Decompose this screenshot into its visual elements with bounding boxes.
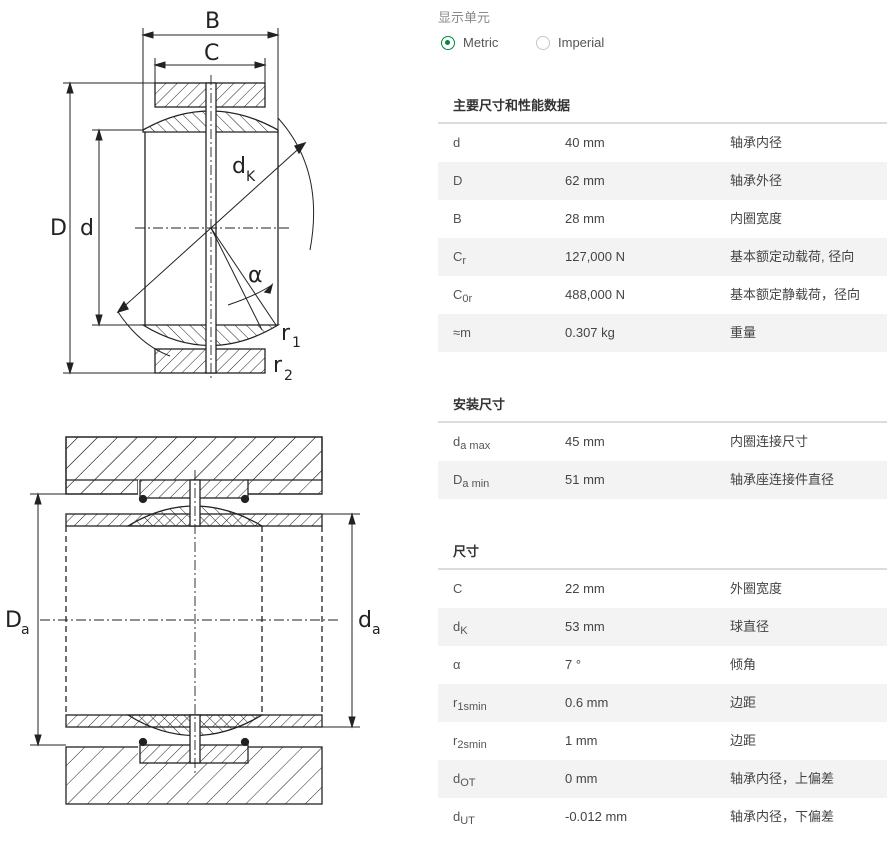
table-row: dK 53 mm 球直径 xyxy=(438,608,887,646)
table-row: da max 45 mm 内圈连接尺寸 xyxy=(438,423,887,461)
label-B: B xyxy=(205,9,220,34)
row-value: 0.307 kg xyxy=(565,325,615,340)
row-description: 重量 xyxy=(730,325,757,340)
row-description: 球直径 xyxy=(730,619,770,634)
row-value: 51 mm xyxy=(565,472,605,487)
row-symbol: α xyxy=(453,657,461,672)
row-description: 轴承外径 xyxy=(730,173,783,188)
label-D: D xyxy=(50,216,67,241)
row-symbol: dOT xyxy=(453,771,476,789)
table-row: dOT 0 mm 轴承内径，上偏差 xyxy=(438,760,887,798)
section-divider xyxy=(438,568,887,570)
table-row: C 22 mm 外圈宽度 xyxy=(438,570,887,608)
unit-option-metric[interactable]: Metric xyxy=(441,35,498,50)
label-r2: r xyxy=(273,353,283,378)
table-row: D 62 mm 轴承外径 xyxy=(438,162,887,200)
section-title-mounting: 安装尺寸 xyxy=(453,397,506,412)
row-symbol: C xyxy=(453,581,463,596)
row-symbol: Cr xyxy=(453,249,467,267)
radio-unchecked-icon[interactable] xyxy=(536,35,550,50)
section-title-dimensions: 尺寸 xyxy=(453,544,480,559)
unit-option-imperial-label: Imperial xyxy=(558,35,605,50)
row-symbol: D xyxy=(453,173,463,188)
row-value: 28 mm xyxy=(565,211,605,226)
row-value: 0 mm xyxy=(565,771,598,786)
label-dK: d xyxy=(232,154,246,179)
row-description: 内圈宽度 xyxy=(730,211,783,226)
table-row: r1smin 0.6 mm 边距 xyxy=(438,684,887,722)
top-labels: B C D d d K α r 1 r 2 xyxy=(50,9,301,384)
table-row: ≈m 0.307 kg 重量 xyxy=(438,314,887,352)
table-row: C0r 488,000 N 基本额定静载荷，径向 xyxy=(438,276,887,314)
bearing-drawing-svg: B C D d d K α r 1 r 2 xyxy=(5,9,381,805)
table-row: α 7 ° 倾角 xyxy=(438,646,887,684)
row-description: 基本额定动载荷, 径向 xyxy=(730,249,855,264)
bearing-drawing: B C D d d K α r 1 r 2 xyxy=(0,0,420,841)
row-value: 127,000 N xyxy=(565,249,625,264)
label-C: C xyxy=(204,41,219,66)
row-description: 倾角 xyxy=(730,657,757,672)
row-value: 62 mm xyxy=(565,173,605,188)
label-d: d xyxy=(80,216,94,241)
row-symbol: da max xyxy=(453,434,491,452)
table-row: Cr 127,000 N 基本额定动载荷, 径向 xyxy=(438,238,887,276)
label-dK-sub: K xyxy=(246,169,256,185)
row-description: 外圈宽度 xyxy=(730,581,783,596)
row-value: 7 ° xyxy=(565,657,582,672)
label-r2-sub: 2 xyxy=(284,368,293,384)
row-symbol: Da min xyxy=(453,472,490,490)
label-alpha: α xyxy=(248,263,263,288)
row-symbol: dK xyxy=(453,619,468,637)
row-description: 轴承内径，上偏差 xyxy=(730,771,835,786)
section-title-main: 主要尺寸和性能数据 xyxy=(453,98,571,113)
bottom-mounting-section xyxy=(40,436,340,805)
table-row: r2smin 1 mm 边距 xyxy=(438,722,887,760)
row-value: 40 mm xyxy=(565,135,605,150)
row-description: 边距 xyxy=(730,733,757,748)
section-divider xyxy=(438,122,887,124)
label-r1-sub: 1 xyxy=(292,335,301,351)
label-da: d xyxy=(358,608,372,633)
row-value: 488,000 N xyxy=(565,287,625,302)
row-symbol: d xyxy=(453,135,461,150)
row-value: 45 mm xyxy=(565,434,605,449)
units-title: 显示单元 xyxy=(438,10,491,25)
row-symbol: dUT xyxy=(453,809,475,827)
row-symbol: r1smin xyxy=(453,695,487,713)
label-Da: D xyxy=(5,608,22,633)
top-bearing-section xyxy=(116,75,315,380)
row-value: 0.6 mm xyxy=(565,695,609,710)
bottom-labels: D a d a xyxy=(5,608,381,638)
table-row: B 28 mm 内圈宽度 xyxy=(438,200,887,238)
row-value: 1 mm xyxy=(565,733,598,748)
row-description: 轴承内径，下偏差 xyxy=(730,809,835,824)
table-row: Da min 51 mm 轴承座连接件直径 xyxy=(438,461,887,499)
radio-checked-icon[interactable] xyxy=(441,35,455,50)
section-divider xyxy=(438,421,887,423)
row-symbol: ≈m xyxy=(453,325,471,340)
label-Da-sub: a xyxy=(21,622,30,638)
top-dimensions xyxy=(63,28,280,375)
unit-option-metric-label: Metric xyxy=(463,35,499,50)
row-description: 内圈连接尺寸 xyxy=(730,434,809,449)
row-description: 轴承内径 xyxy=(730,135,783,150)
row-description: 边距 xyxy=(730,695,757,710)
row-symbol: C0r xyxy=(453,287,473,305)
row-value: 53 mm xyxy=(565,619,605,634)
bottom-dimensions xyxy=(30,492,360,747)
row-symbol: B xyxy=(453,211,462,226)
label-r1: r xyxy=(281,321,291,346)
unit-option-imperial[interactable]: Imperial xyxy=(536,35,604,50)
row-description: 基本额定静载荷，径向 xyxy=(730,287,861,302)
row-symbol: r2smin xyxy=(453,733,487,751)
table-row: d 40 mm 轴承内径 xyxy=(438,124,887,162)
row-value: 22 mm xyxy=(565,581,605,596)
row-description: 轴承座连接件直径 xyxy=(730,472,835,487)
row-value: -0.012 mm xyxy=(565,809,628,824)
label-da-sub: a xyxy=(372,622,381,638)
table-row: dUT -0.012 mm 轴承内径，下偏差 xyxy=(438,798,887,836)
